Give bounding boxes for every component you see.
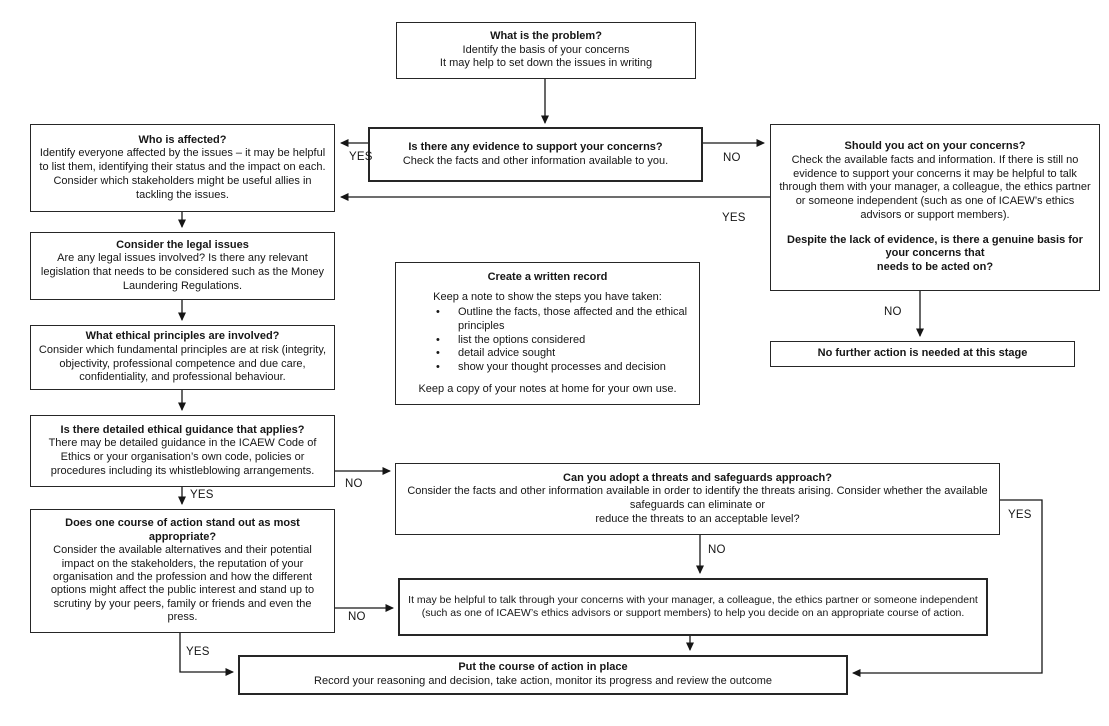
node-title: What is the problem? [490, 29, 602, 42]
node-title: Who is affected? [138, 133, 227, 146]
edge-label-threats-no: NO [708, 544, 726, 556]
edge-label-course-no: NO [348, 611, 366, 623]
node-title: What ethical principles are involved? [85, 330, 280, 342]
record-bullet: list the options considered [436, 334, 689, 348]
node-title: Can you adopt a threats and safeguards a… [563, 471, 832, 484]
record-bullet-text: show your thought processes and decision [458, 361, 666, 373]
node-consider-legal-issues: Consider the legal issues Are any legal … [30, 232, 335, 300]
node-title: No further action is needed at this stag… [817, 347, 1028, 360]
node-title: Is there detailed ethical guidance that … [60, 423, 305, 436]
node-body: Identify everyone affected by the issues… [39, 147, 326, 201]
node-body: Consider which fundamental principles ar… [38, 343, 327, 384]
node-no-further-action: No further action is needed at this stag… [770, 341, 1075, 367]
edge-label-guidance-yes: YES [190, 489, 214, 501]
node-body: Record your reasoning and decision, take… [314, 675, 772, 687]
edge-label-act-return-yes: YES [722, 212, 746, 224]
record-bullet: detail advice sought [436, 347, 689, 361]
edge-label-act-no: NO [884, 306, 902, 318]
record-bullet-list: Outline the facts, those affected and th… [402, 306, 693, 375]
node-title: Create a written record [487, 270, 608, 283]
node-title: Consider the legal issues [116, 238, 249, 251]
node-body: Consider the available alternatives and … [50, 544, 315, 624]
node-detailed-ethical-guidance: Is there detailed ethical guidance that … [30, 415, 335, 487]
edge-label-evidence-yes: YES [349, 151, 373, 163]
node-title: Should you act on your concerns? [844, 140, 1026, 153]
node-what-is-the-problem: What is the problem? Identify the basis … [396, 22, 696, 79]
node-put-course-of-action-in-place: Put the course of action in place Record… [238, 655, 848, 695]
node-body: There may be detailed guidance in the IC… [48, 437, 317, 477]
node-ethical-principles: What ethical principles are involved? Co… [30, 325, 335, 390]
record-bullet-text: detail advice sought [458, 347, 556, 360]
record-bullet: Outline the facts, those affected and th… [436, 306, 689, 334]
node-evidence-to-support-concerns: Is there any evidence to support your co… [368, 127, 703, 182]
node-title: Is there any evidence to support your co… [408, 140, 663, 153]
record-bullet: show your thought processes and decision [436, 361, 689, 375]
edge-course-yes-to-put [179, 633, 234, 676]
record-bullet-text: Outline the facts, those affected and th… [458, 306, 688, 332]
edge-label-guidance-no: NO [345, 478, 363, 490]
node-body: Are any legal issues involved? Is there … [40, 252, 325, 292]
node-create-written-record: Create a written record Keep a note to s… [395, 262, 700, 405]
node-body: Check the facts and other information av… [402, 154, 669, 167]
edge-label-threats-yes: YES [1008, 509, 1032, 521]
node-body: It may be helpful to talk through your c… [408, 593, 978, 619]
edge-label-course-yes: YES [186, 646, 210, 658]
record-bullet-text: list the options considered [458, 333, 586, 346]
node-question: Despite the lack of evidence, is there a… [787, 233, 1083, 274]
edge-threats-yes-to-put [852, 499, 1043, 677]
node-body: Check the available facts and informatio… [779, 153, 1091, 221]
node-title: Does one course of action stand out as m… [65, 517, 300, 543]
record-footer: Keep a copy of your notes at home for yo… [418, 382, 677, 395]
node-talk-through-concerns: It may be helpful to talk through your c… [398, 578, 988, 636]
node-title: Put the course of action in place [458, 661, 628, 674]
node-threats-and-safeguards: Can you adopt a threats and safeguards a… [395, 463, 1000, 535]
record-intro: Keep a note to show the steps you have t… [433, 291, 662, 304]
edge-label-evidence-no: NO [723, 152, 741, 164]
node-should-you-act: Should you act on your concerns? Check t… [770, 124, 1100, 291]
node-body: Identify the basis of your concerns It m… [439, 43, 653, 70]
node-course-of-action-stands-out: Does one course of action stand out as m… [30, 509, 335, 633]
node-body: Consider the facts and other information… [407, 485, 988, 525]
node-who-is-affected: Who is affected? Identify everyone affec… [30, 124, 335, 212]
